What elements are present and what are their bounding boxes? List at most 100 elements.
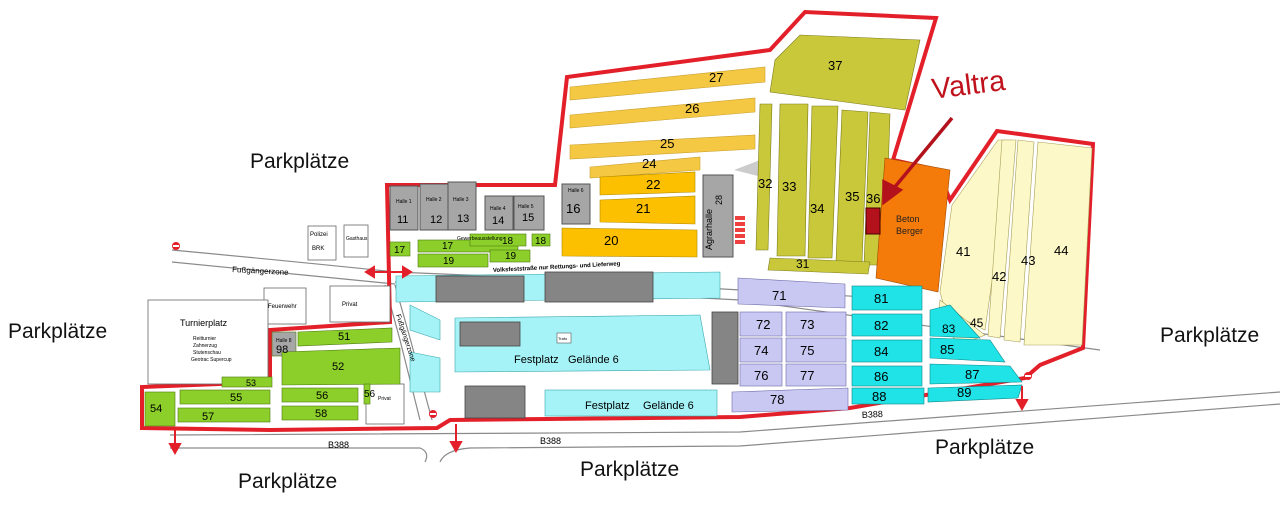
gelaende-upper-label: Gelände 6: [568, 354, 619, 366]
gewerbe-label: Gewerbeausstellung: [457, 236, 503, 242]
area-20-label: 20: [604, 233, 618, 248]
berger-label: Berger: [896, 226, 923, 236]
feuerwehr-label: Feuerwehr: [268, 304, 297, 310]
cream-areas: [937, 139, 1093, 346]
area-83-label: 83: [942, 322, 956, 336]
olive-areas: [755, 34, 921, 275]
area-12-label: 12: [430, 214, 442, 226]
turnierplatz-label: Turnierplatz: [180, 318, 228, 328]
area-53-label: 53: [246, 378, 256, 388]
gelaende-lower-label: Gelände 6: [643, 400, 694, 412]
area-77-label: 77: [800, 368, 814, 383]
no-entry-signs: [172, 242, 1032, 418]
hall-28-label: 28: [714, 195, 724, 205]
area-88-label: 88: [872, 389, 886, 404]
area-18b-label: 18: [535, 236, 547, 247]
area-52-label: 52: [332, 361, 344, 373]
parking-label-top: Parkplätze: [250, 150, 350, 173]
area-56b-label: 56: [364, 389, 376, 400]
turnier-line3: Stutenschau: [193, 350, 221, 356]
road-b388-left: B388: [328, 440, 349, 450]
hall-11-label: Halle 1: [396, 199, 412, 205]
parking-label-left: Parkplätze: [8, 320, 108, 343]
service-boxes: [147, 224, 405, 425]
area-89-label: 89: [957, 385, 971, 400]
area-37-label: 37: [828, 58, 842, 73]
lime-areas-top: [389, 233, 551, 268]
area-13-label: 13: [457, 213, 469, 225]
turnier-line2: Zahnerzug: [193, 343, 217, 349]
area-41-label: 41: [956, 244, 970, 259]
turnier-line4: Geotrac Supercup: [191, 357, 232, 363]
area-58-label: 58: [315, 408, 327, 420]
fairground-boundary: [140, 9, 1096, 433]
area-33-label: 33: [782, 179, 796, 194]
light-orange-areas: [569, 66, 766, 179]
privat-top-label: Privat: [342, 302, 358, 308]
area-11-label: 11: [397, 214, 408, 226]
road-b388-mid: B388: [540, 436, 561, 446]
area-98-label: 98: [276, 344, 288, 356]
valtra-stand-marker: [865, 207, 881, 235]
polizei-label: Polizei: [310, 232, 328, 238]
hall-98-label: Halle 8: [276, 338, 292, 344]
bright-cyan-areas: [851, 285, 1023, 405]
turnier-line1: Reitturnier: [193, 336, 216, 342]
area-84-label: 84: [874, 344, 888, 359]
pedestrian-zone-label: Fußgängerzone: [232, 265, 289, 277]
area-43-label: 43: [1021, 253, 1035, 268]
area-32-label: 32: [758, 176, 772, 191]
area-16-label: 16: [566, 201, 580, 216]
area-15-label: 15: [522, 212, 534, 224]
area-27-label: 27: [709, 70, 723, 85]
area-78-label: 78: [770, 392, 784, 407]
area-19b-label: 19: [505, 251, 517, 262]
hall-13-label: Halle 3: [453, 197, 469, 203]
area-18a-label: 18: [502, 236, 514, 247]
area-75-label: 75: [800, 343, 814, 358]
area-19a-label: 19: [443, 256, 455, 267]
parking-label-right: Parkplätze: [1160, 324, 1260, 347]
beton-berger-area: [875, 157, 951, 293]
area-36-label: 36: [866, 191, 880, 206]
area-71-label: 71: [772, 288, 786, 303]
area-74-label: 74: [754, 343, 768, 358]
lavender-areas: [731, 277, 849, 413]
area-21-label: 21: [636, 201, 650, 216]
area-56a-label: 56: [316, 390, 328, 402]
trafo-box: [556, 332, 572, 344]
small-red-markers: [735, 216, 745, 244]
area-24-label: 24: [642, 156, 656, 171]
area-42-label: 42: [992, 269, 1006, 284]
hall-15-label: Halle 5: [518, 204, 534, 210]
entrance-arrows: [168, 265, 1029, 456]
area-34-label: 34: [810, 201, 824, 216]
area-45-label: 45: [970, 316, 984, 330]
area-31-label: 31: [796, 257, 810, 271]
festplatz-buildings: [435, 271, 739, 419]
road-b388-right: B388: [862, 409, 884, 420]
area-87-label: 87: [965, 367, 979, 382]
hall-12-label: Halle 2: [426, 197, 442, 203]
parking-label-bottom-mid: Parkplätze: [580, 458, 680, 481]
hall-14-label: Halle 4: [490, 206, 506, 212]
area-55-label: 55: [230, 392, 242, 404]
area-76-label: 76: [754, 368, 768, 383]
hall-16-label: Halle 6: [568, 188, 584, 194]
valtra-arrow-icon: [882, 116, 954, 206]
area-81-label: 81: [874, 291, 888, 306]
trafo-label: Trafo: [558, 336, 568, 341]
lime-areas-bottom: [144, 327, 401, 427]
area-73-label: 73: [800, 317, 814, 332]
area-72-label: 72: [756, 317, 770, 332]
gasthaus-label: Gasthaus: [346, 236, 368, 242]
area-17b-label: 17: [442, 241, 454, 252]
area-35-label: 35: [845, 189, 859, 204]
area-17a-label: 17: [394, 245, 406, 256]
gray-halls: [389, 174, 734, 258]
parking-label-bottom-left: Parkplätze: [238, 470, 338, 493]
beton-label: Beton: [896, 214, 920, 224]
privat-bottom-label: Privat: [378, 396, 391, 402]
area-25-label: 25: [660, 136, 674, 151]
